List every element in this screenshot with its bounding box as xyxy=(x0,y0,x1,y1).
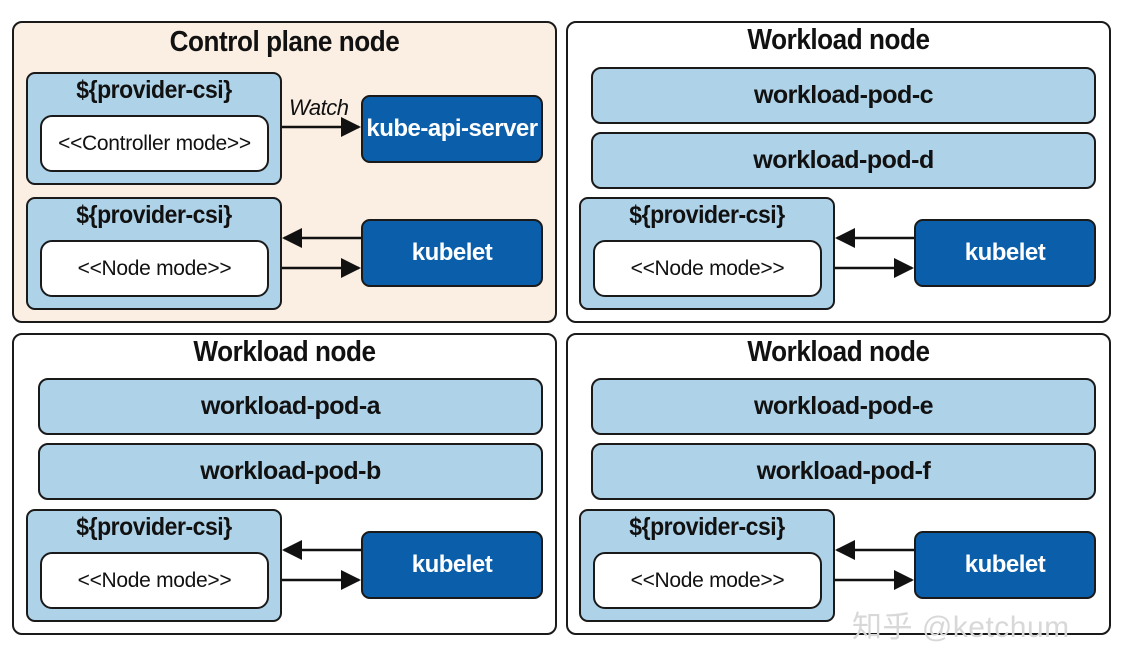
workload-node-bottom-right-title: Workload node xyxy=(747,336,930,368)
provider-csi-controller-title: ${provider-csi} xyxy=(76,76,232,104)
provider-csi-node-top-right-title: ${provider-csi} xyxy=(629,201,785,229)
workload-pod-a-box: workload-pod-a xyxy=(38,378,543,435)
kubelet-box-control: kubelet xyxy=(361,219,543,287)
control-plane-node-title: Control plane node xyxy=(169,26,400,58)
workload-pod-e-box: workload-pod-e xyxy=(591,378,1096,435)
workload-pod-f-box: workload-pod-f xyxy=(591,443,1096,500)
provider-csi-node-bottom-left-title: ${provider-csi} xyxy=(76,513,232,541)
node-mode-box-bottom-right: <<Node mode>> xyxy=(593,552,822,609)
controller-mode-box: <<Controller mode>> xyxy=(40,115,269,172)
kubelet-box-bottom-right: kubelet xyxy=(914,531,1096,599)
workload-pod-b-box: workload-pod-b xyxy=(38,443,543,500)
kube-api-server-box: kube-api-server xyxy=(361,95,543,163)
kubelet-box-bottom-left: kubelet xyxy=(361,531,543,599)
watch-label: Watch xyxy=(289,95,349,120)
kubelet-box-top-right: kubelet xyxy=(914,219,1096,287)
node-mode-box-control: <<Node mode>> xyxy=(40,240,269,297)
workload-node-top-right-title: Workload node xyxy=(747,24,930,56)
node-mode-box-bottom-left: <<Node mode>> xyxy=(40,552,269,609)
provider-csi-node-bottom-right-title: ${provider-csi} xyxy=(629,513,785,541)
node-mode-box-top-right: <<Node mode>> xyxy=(593,240,822,297)
workload-pod-c-box: workload-pod-c xyxy=(591,67,1096,124)
workload-pod-d-box: workload-pod-d xyxy=(591,132,1096,189)
workload-node-bottom-left-title: Workload node xyxy=(193,336,376,368)
watermark-text: 知乎 @ketchum xyxy=(852,611,1070,644)
provider-csi-node-control-title: ${provider-csi} xyxy=(76,201,232,229)
